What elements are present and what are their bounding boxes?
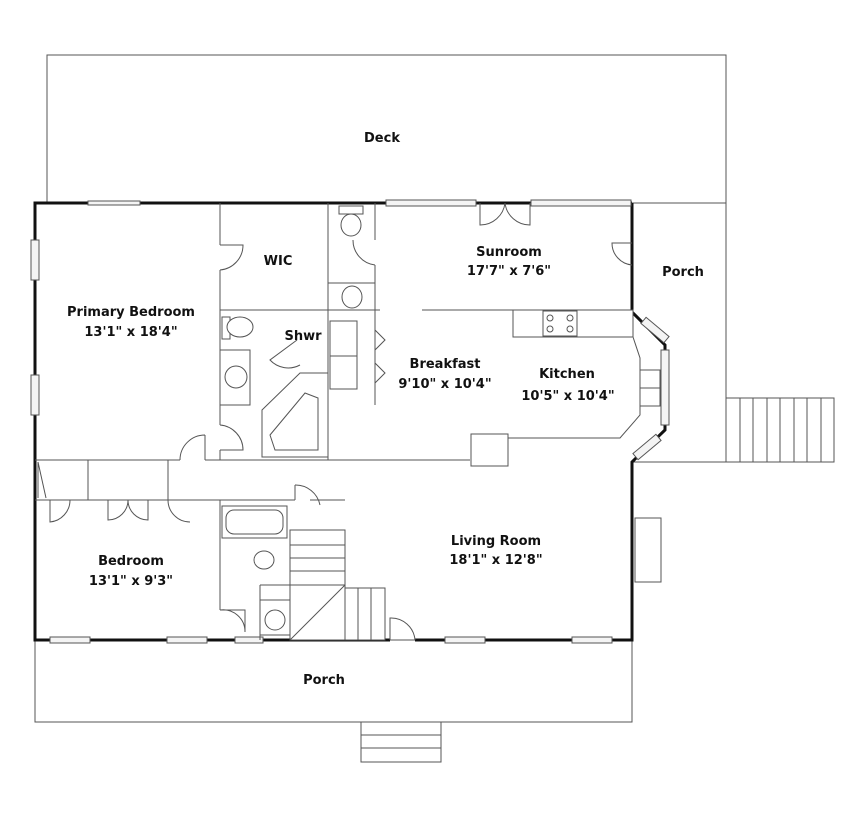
toilet (340, 213, 362, 237)
primary-bedroom-label: Primary Bedroom (67, 305, 195, 320)
counter (508, 336, 641, 439)
deck-label: Deck (364, 131, 400, 146)
front-steps (360, 721, 442, 763)
side-steps (725, 397, 835, 463)
stove (542, 310, 578, 337)
sink (264, 609, 286, 631)
sunroom-label: Sunroom (476, 245, 542, 260)
sink (224, 365, 248, 389)
toilet (226, 316, 254, 338)
primary-bedroom-size: 13'1" x 18'4" (84, 325, 177, 340)
toilet (253, 550, 275, 570)
kitchen-sink (639, 369, 661, 389)
doors (37, 202, 633, 641)
fixtures (219, 205, 662, 641)
breakfast-label: Breakfast (410, 357, 481, 372)
front-porch-label: Porch (303, 673, 345, 688)
kitchen-size: 10'5" x 10'4" (521, 389, 614, 404)
toilet-tank (338, 205, 364, 215)
fireplace (634, 517, 662, 583)
exterior-wall (33, 201, 632, 642)
breakfast-size: 9'10" x 10'4" (398, 377, 491, 392)
living-room-size: 18'1" x 12'8" (449, 553, 542, 568)
kitchen-label: Kitchen (539, 367, 595, 382)
sunroom-size: 17'7" x 7'6" (467, 264, 551, 279)
washer (329, 320, 358, 357)
side-porch-label: Porch (662, 265, 704, 280)
bedroom-size: 13'1" x 9'3" (89, 574, 173, 589)
dryer (329, 355, 358, 390)
deck-outline (46, 54, 727, 398)
shower-label: Shwr (284, 329, 322, 344)
staircase (289, 529, 386, 641)
sink (341, 285, 363, 309)
bedroom-label: Bedroom (98, 554, 164, 569)
wic-label: WIC (264, 254, 293, 269)
peninsula (470, 433, 509, 467)
living-room-label: Living Room (451, 534, 541, 549)
windows (30, 199, 670, 644)
